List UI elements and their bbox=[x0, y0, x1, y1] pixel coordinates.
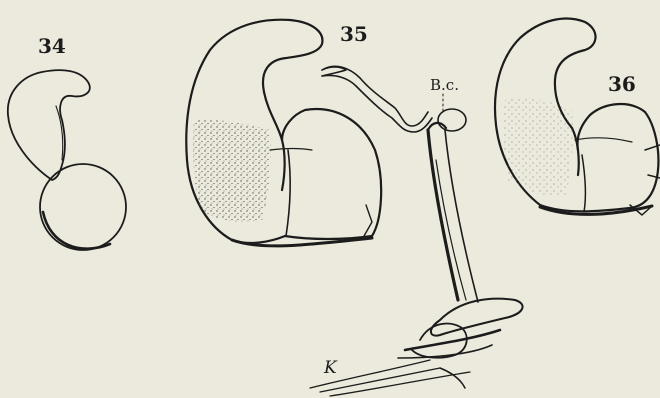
label-bc: B.c. bbox=[430, 76, 459, 94]
figure-35-number: 35 bbox=[340, 22, 368, 46]
figure-36-number: 36 bbox=[608, 72, 636, 96]
figure-36-drawing bbox=[495, 19, 660, 215]
figure-34-drawing bbox=[8, 70, 126, 250]
figure-34-number: 34 bbox=[38, 34, 66, 58]
figure-35-drawing bbox=[186, 20, 522, 396]
label-k: K bbox=[324, 358, 337, 378]
